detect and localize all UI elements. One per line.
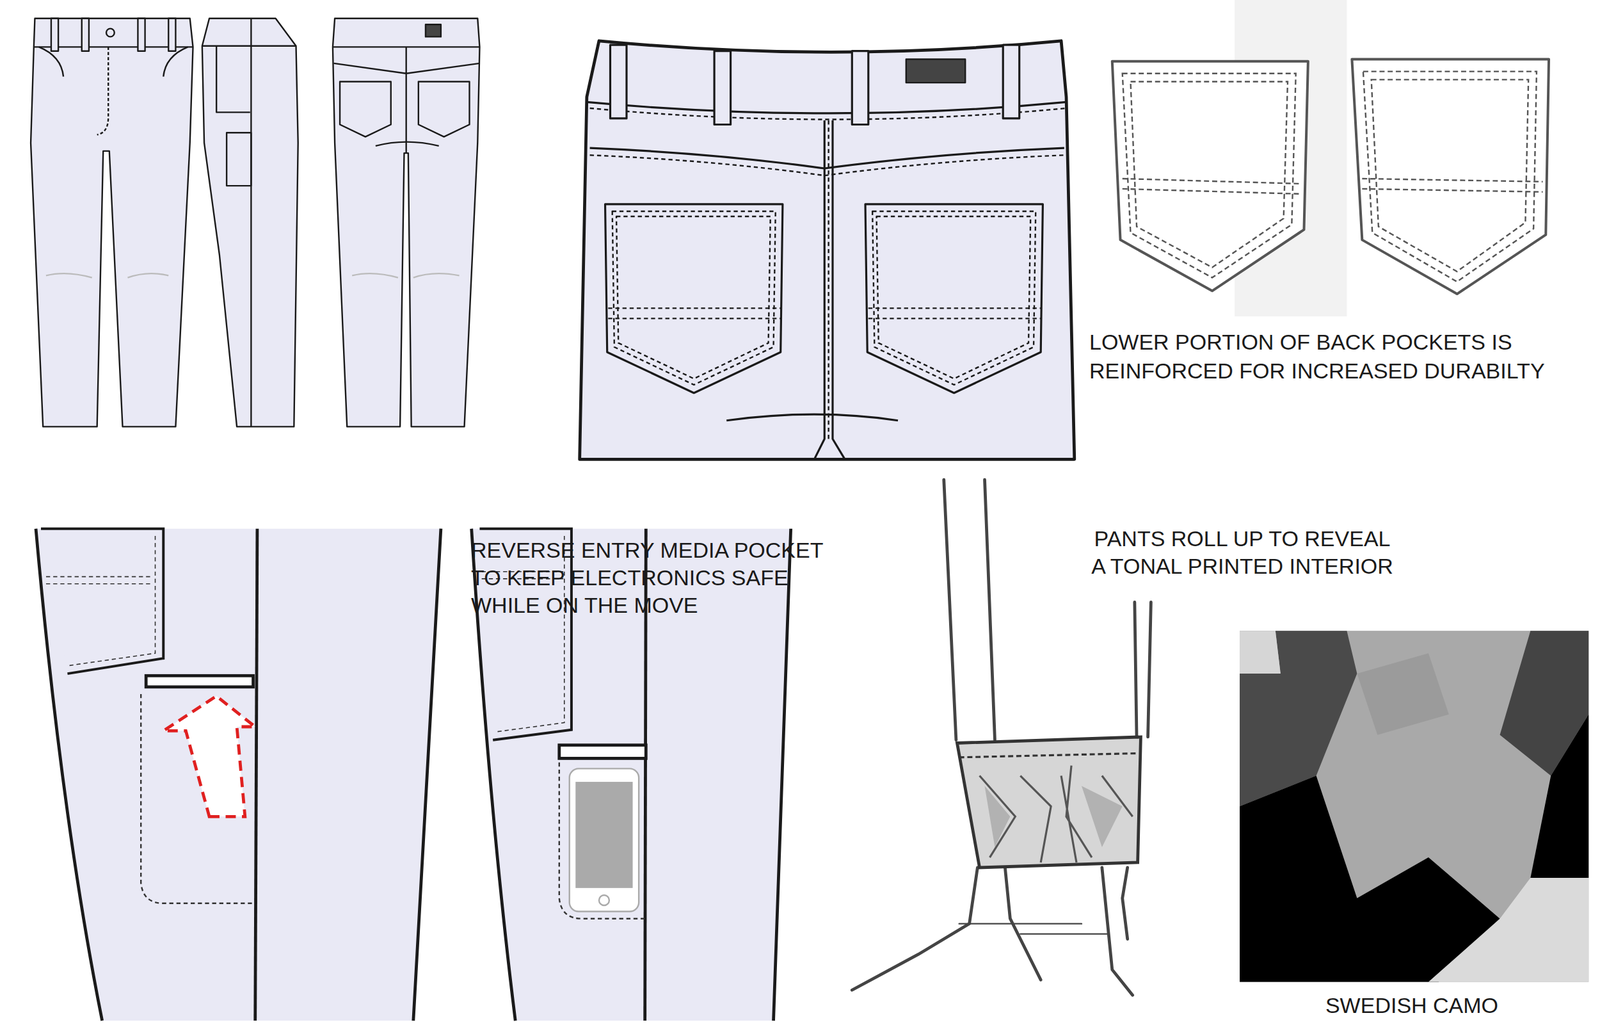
- annotation-note: SWEDISH CAMO: [1309, 991, 1515, 1019]
- annotation-note: LOWER PORTION OF BACK POCKETS IS REINFOR…: [1089, 327, 1557, 386]
- annotation-note: REVERSE ENTRY MEDIA POCKET TO KEEP ELECT…: [471, 536, 843, 619]
- annotation-text: LOWER PORTION OF BACK POCKETS IS REINFOR…: [1089, 327, 1557, 386]
- annotation-text: PANTS ROLL UP TO REVEAL A TONAL PRINTED …: [1085, 524, 1400, 580]
- annotation-text: REVERSE ENTRY MEDIA POCKET TO KEEP ELECT…: [471, 536, 843, 619]
- annotation-text: SWEDISH CAMO: [1309, 991, 1515, 1019]
- annotation-note: PANTS ROLL UP TO REVEAL A TONAL PRINTED …: [1085, 524, 1400, 580]
